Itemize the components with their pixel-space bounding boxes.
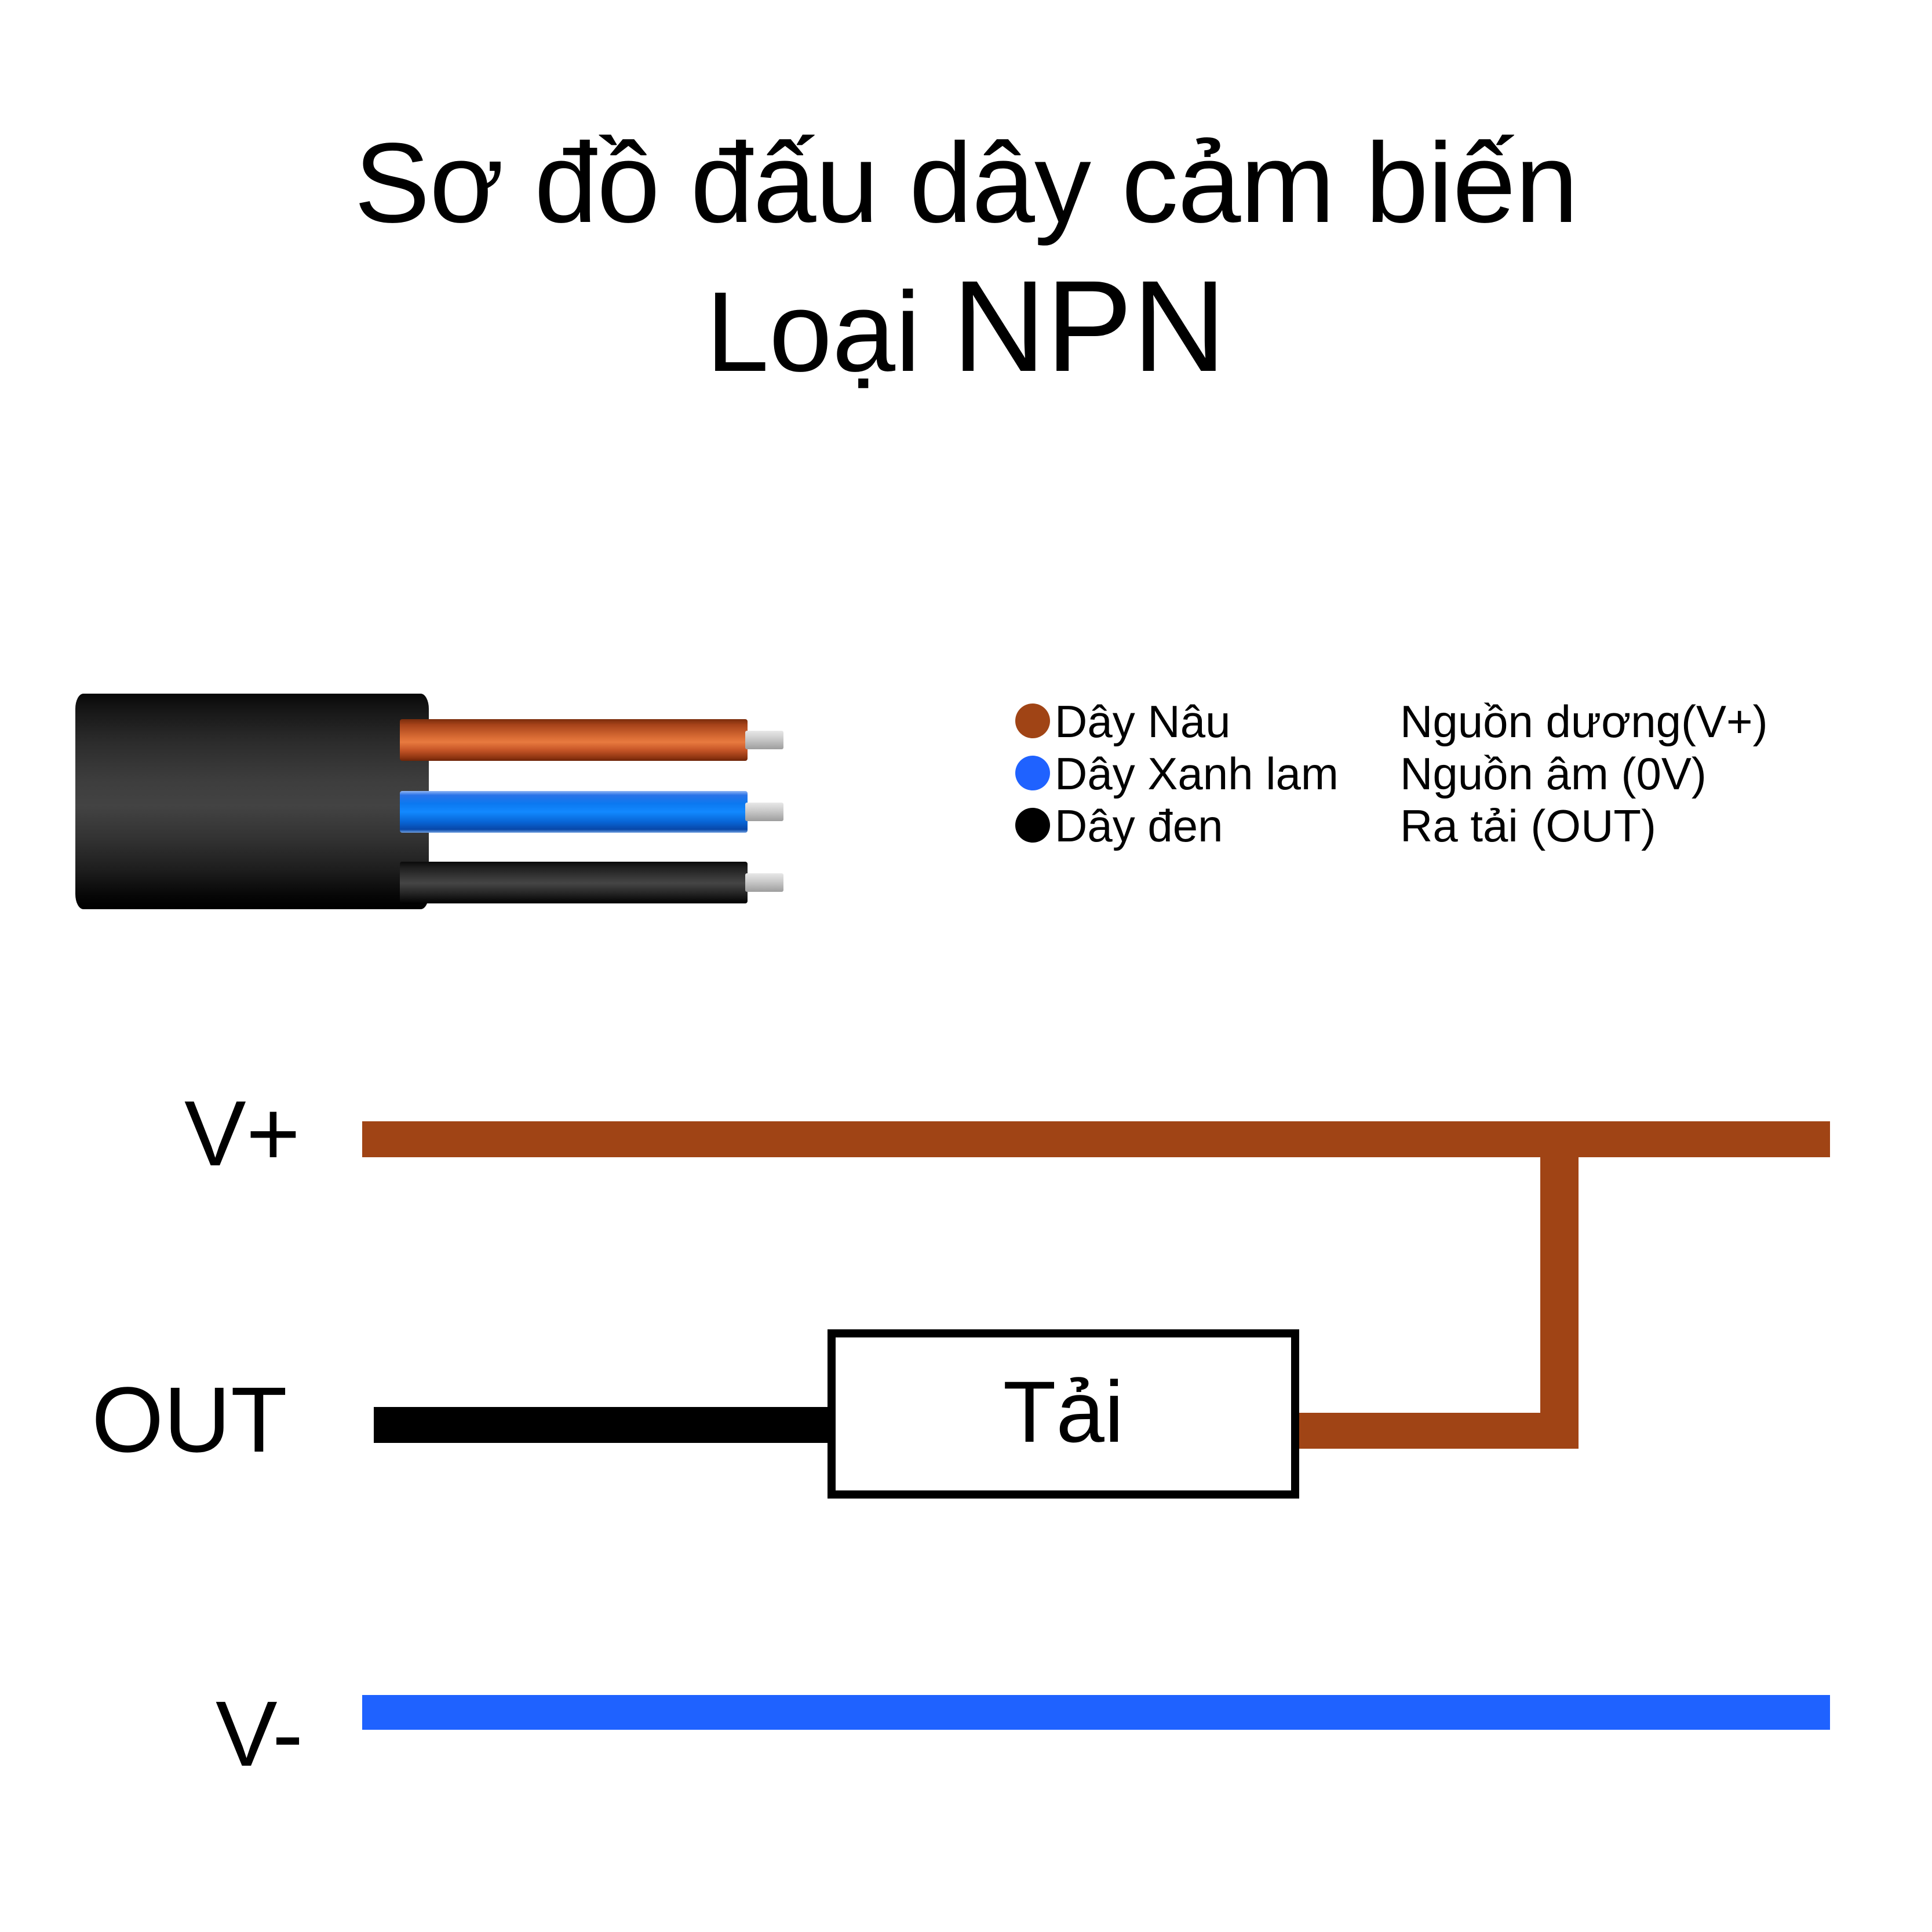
vminus-wire [362,1695,1830,1730]
legend-wire-function: Nguồn âm (0V) [1400,748,1707,799]
wire-color-legend: Dây Nâu Nguồn dương(V+) Dây Xanh lam Ngu… [1015,695,1919,852]
legend-row-brown: Dây Nâu Nguồn dương(V+) [1015,695,1919,748]
load-label: Tải [1003,1363,1124,1460]
load-block: Tải [828,1329,1299,1499]
blue-wire-core [400,791,748,833]
cable-blue-wire [400,791,783,833]
brown-wire-core [400,719,748,761]
legend-wire-name: Dây Xanh lam [1055,748,1339,799]
blue-wire-stripped-tip [745,803,783,821]
terminal-label-out: OUT [92,1368,287,1471]
title-line-secondary: Loại NPN [0,250,1932,403]
page-title: Sơ đồ đấu dây cảm biến Loại NPN [0,116,1932,403]
cable-black-wire [400,862,783,903]
legend-wire-function: Ra tải (OUT) [1400,800,1657,851]
terminal-label-vminus: V- [216,1682,304,1785]
vplus-horizontal-wire [362,1121,1830,1157]
legend-wire-name: Dây Nâu [1055,696,1231,747]
legend-row-black: Dây đen Ra tải (OUT) [1015,800,1919,852]
brown-wire-stripped-tip [745,731,783,749]
vplus-vertical-wire [1540,1121,1579,1449]
black-wire-core [400,862,748,903]
legend-wire-function: Nguồn dương(V+) [1400,696,1768,747]
cable-jacket-icon [75,694,429,909]
legend-row-blue: Dây Xanh lam Nguồn âm (0V) [1015,748,1919,800]
brown-dot-icon [1015,703,1050,738]
title-sensor-type: NPN [952,254,1226,399]
title-line-primary: Sơ đồ đấu dây cảm biến [354,119,1578,246]
title-type-prefix: Loại [706,268,953,396]
vplus-to-load-wire [1299,1413,1579,1449]
terminal-label-vplus: V+ [184,1081,301,1185]
cable-brown-wire [400,719,783,761]
out-wire [374,1407,832,1443]
blue-dot-icon [1015,756,1050,790]
legend-wire-name: Dây đen [1055,800,1223,851]
black-wire-stripped-tip [745,873,783,892]
black-dot-icon [1015,808,1050,843]
sensor-cable-illustration [75,692,945,924]
